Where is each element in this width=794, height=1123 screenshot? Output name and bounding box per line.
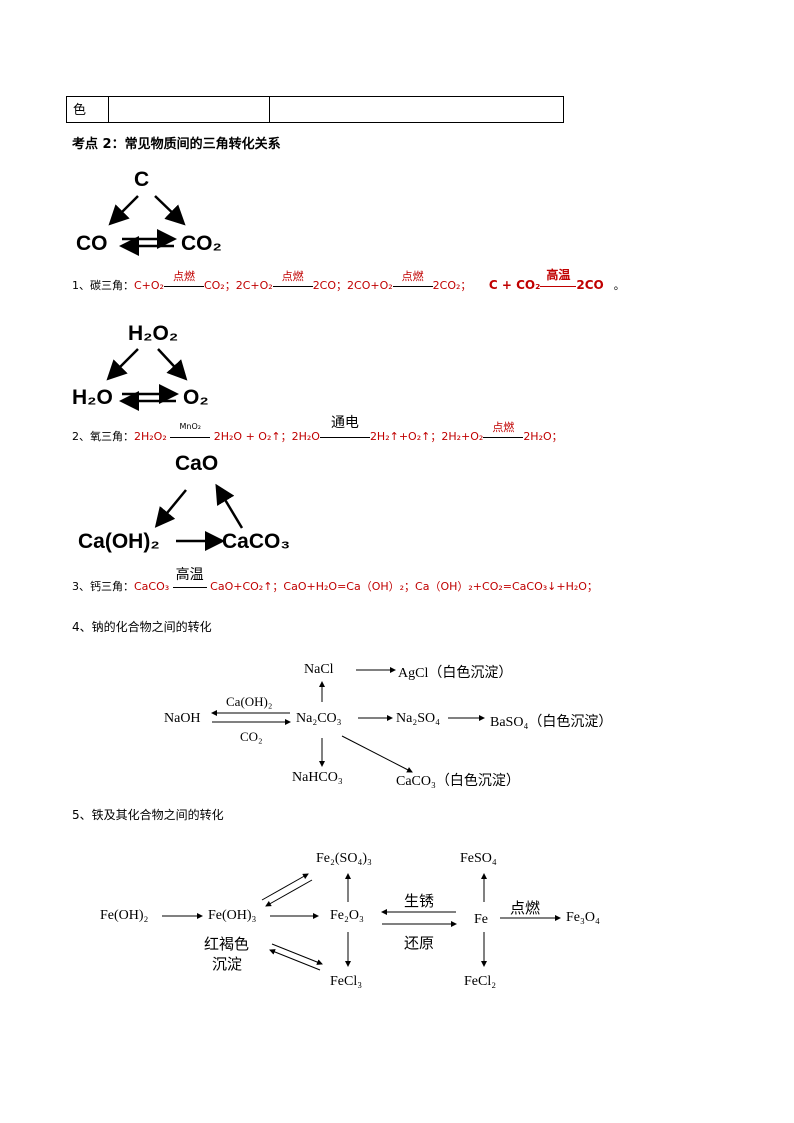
caoh2: Ca(OH)₂ [226, 694, 273, 709]
eq-left: 2H₂O [291, 430, 320, 443]
eq-right: 2CO [576, 278, 604, 292]
fe2so43: Fe₂(SO₄)₃ [316, 851, 372, 866]
na2co3: Na₂CO₃ [296, 711, 342, 726]
triangle-top: C [134, 168, 150, 191]
eq-left: 2H₂+O₂ [441, 430, 484, 443]
sodium-title: 4、钠的化合物之间的转化 [72, 620, 212, 634]
na2so4: Na₂SO₄ [396, 711, 440, 726]
eq-label: 2、氧三角： [72, 430, 134, 443]
eq-right: 2H₂O； [523, 430, 563, 443]
precipitate-label: 沉淀 [212, 955, 243, 973]
co2: CO₂ [240, 729, 263, 744]
fecl3: FeCl₃ [330, 974, 363, 989]
eq-condition: 点燃 [172, 270, 195, 283]
sodium-arrows [211, 667, 485, 773]
eq-left: 2CO+O₂ [347, 279, 393, 292]
eq-left: 2H₂O₂ [134, 430, 167, 443]
nacl: NaCl [304, 662, 334, 677]
eq-condition: 点燃 [281, 270, 304, 283]
table-cell [109, 97, 270, 122]
eq-right: 2CO₂； [432, 279, 472, 292]
eq-condition: MnO₂ [179, 422, 201, 431]
eq-label: 1、碳三角： [72, 279, 134, 292]
table-cell [270, 97, 563, 122]
feso4: FeSO₄ [460, 851, 497, 866]
triangle-left: Ca(OH)₂ [78, 530, 160, 553]
eq-left: CaCO₃ [134, 580, 170, 593]
eq-right: 2H₂↑+O₂↑； [369, 430, 442, 443]
triangle-left: H₂O [72, 386, 113, 409]
eq-condition: 高温 [546, 268, 571, 282]
iron-title: 5、铁及其化合物之间的转化 [72, 808, 224, 822]
carbon-triangle-arrows [108, 195, 186, 256]
fe: Fe [474, 912, 488, 927]
eq-condition: 点燃 [401, 270, 424, 283]
oxygen-equations: 2、氧三角：2H₂O₂ MnO₂ 2H₂O + O₂↑；2H₂O 通电 2H₂↑+O… [72, 415, 563, 444]
fecl2: FeCl₂ [464, 974, 497, 989]
triangle-top: H₂O₂ [128, 322, 179, 345]
triangle-right: CO₂ [181, 232, 222, 255]
eq-left: C+O₂ [134, 279, 164, 292]
agcl: AgCl（白色沉淀） [398, 666, 513, 681]
naoh: NaOH [164, 711, 201, 726]
fe2o3: Fe₂O₃ [330, 908, 364, 923]
burn-label: 点燃 [510, 899, 541, 917]
caco3: CaCO₃（白色沉淀） [396, 774, 520, 789]
eq-condition: 点燃 [492, 421, 515, 434]
eq-left: ；2C+O₂ [224, 279, 273, 292]
table-cell: 色 [67, 97, 109, 122]
oxygen-triangle-arrows [106, 348, 188, 411]
nahco3: NaHCO₃ [292, 770, 343, 785]
carbon-equations: 1、碳三角：C+O₂ 点燃 CO₂；2C+O₂ 点燃 2CO；2CO+O₂ 点燃 2CO₂；… [72, 268, 625, 293]
table-row: 色 [66, 96, 564, 123]
eq-right: 2H₂O + O₂↑； [213, 430, 292, 443]
triangle-left: CO [76, 232, 108, 255]
calcium-triangle-arrows [154, 483, 244, 551]
eq-label: 3、钙三角： [72, 580, 134, 593]
eq-right: CO₂ [203, 279, 225, 292]
triangle-right: CaCO₃ [222, 530, 291, 553]
reduce-label: 还原 [404, 934, 435, 952]
feoh3: Fe(OH)₃ [208, 908, 257, 923]
triangle-top: CaO [175, 452, 219, 475]
eq-right: CaO+CO₂↑；CaO+H₂O=Ca（OH）₂；Ca（OH）₂+CO₂=CaC… [210, 580, 598, 593]
rust-label: 生锈 [404, 892, 435, 910]
eq-right: 2CO； [312, 279, 348, 292]
baso4: BaSO₄（白色沉淀） [490, 715, 613, 730]
eq-condition: 通电 [330, 415, 359, 431]
eq-left: C + CO₂ [488, 278, 541, 292]
calcium-equations: 3、钙三角：CaCO₃ 高温 CaO+CO₂↑；CaO+H₂O=Ca（OH）₂；… [72, 567, 598, 594]
fe3o4: Fe₃O₄ [566, 910, 600, 925]
triangle-right: O₂ [183, 386, 209, 409]
eq-end: 。 [613, 279, 625, 292]
eq-condition: 高温 [175, 567, 204, 583]
red-brown-label: 红褐色 [204, 935, 250, 953]
iron-arrows [162, 873, 561, 971]
feoh2: Fe(OH)₂ [100, 908, 149, 923]
section-heading: 考点 2：常见物质间的三角转化关系 [72, 137, 281, 152]
